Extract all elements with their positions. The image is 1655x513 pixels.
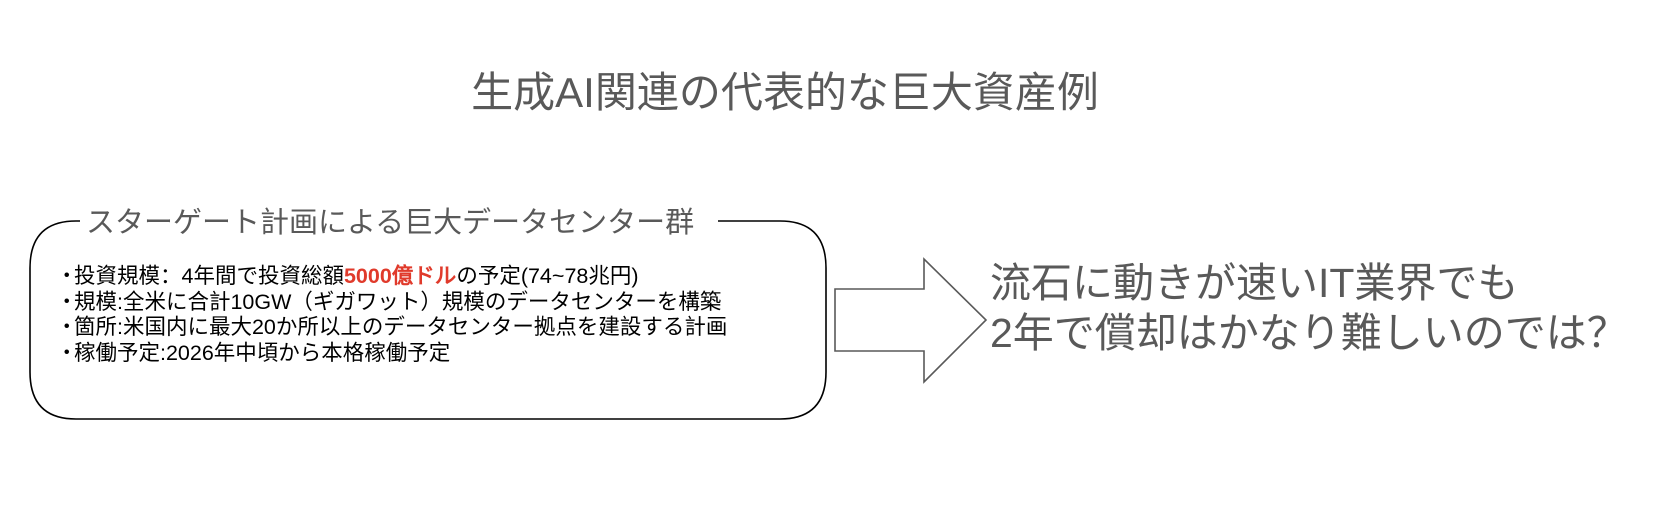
bullet-text: 投資規模：4年間で投資総額: [74, 264, 344, 288]
right-arrow-icon: [834, 257, 988, 384]
bullet-text: 箇所:米国内に最大20か所以上のデータセンター拠点を建設する計画: [74, 315, 728, 339]
bullet-text-suffix: の予定(74~78兆円): [456, 264, 639, 288]
slide-title: 生成AI関連の代表的な巨大資産例: [471, 69, 1099, 116]
conclusion-text: 流石に動きが速いIT業界でも 2年で償却はかなり難しいのでは？: [990, 258, 1628, 358]
bullet-item: ・稼働予定:2026年中頃から本格稼働予定: [56, 341, 727, 367]
bullet-dot: ・: [56, 289, 78, 314]
bullet-item: ・箇所:米国内に最大20か所以上のデータセンター拠点を建設する計画: [56, 315, 727, 341]
bullet-dot: ・: [56, 340, 78, 365]
bullet-item: ・規模:全米に合計10GW（ギガワット）規模のデータセンターを構築: [56, 290, 727, 316]
bullet-text: 稼働予定:2026年中頃から本格稼働予定: [74, 340, 451, 365]
bullet-dot: ・: [56, 315, 78, 339]
conclusion-line-2: 2年で償却はかなり難しいのでは？: [990, 310, 1628, 356]
conclusion-line-1: 流石に動きが速いIT業界でも: [990, 260, 1519, 306]
bullet-dot: ・: [56, 264, 78, 288]
highlight-amount: 5000億ドル: [343, 264, 457, 288]
bullet-list: ・投資規模：4年間で投資総額5000億ドルの予定(74~78兆円) ・規模:全米…: [56, 264, 727, 366]
bullet-item: ・投資規模：4年間で投資総額5000億ドルの予定(74~78兆円): [56, 264, 727, 290]
bullet-text: 規模:全米に合計10GW（ギガワット）規模のデータセンターを構築: [74, 289, 722, 314]
box-label: スターゲート計画による巨大データセンター群: [82, 205, 699, 241]
info-box-border: [29, 220, 827, 420]
